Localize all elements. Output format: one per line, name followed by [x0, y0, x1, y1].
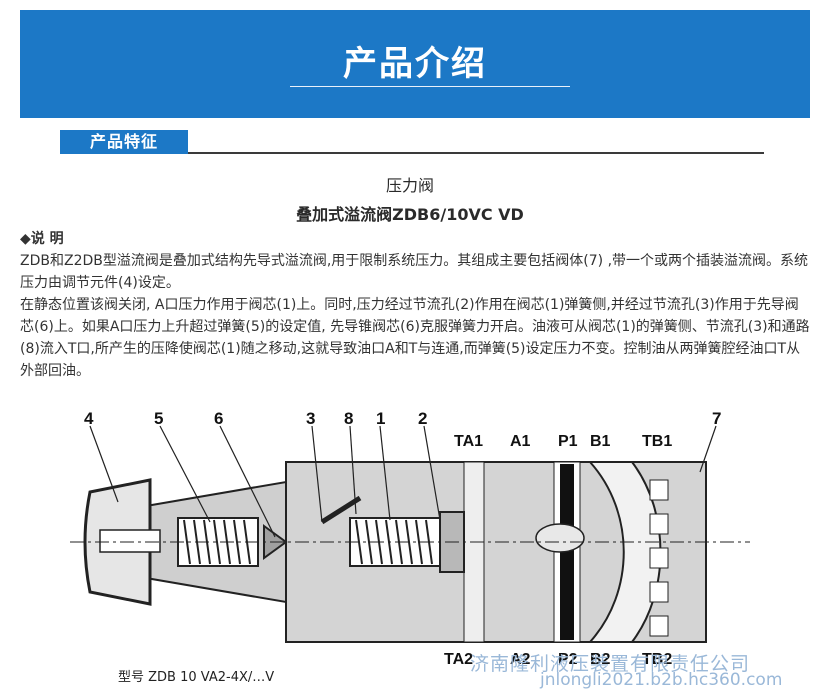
port-label-tb1: TB1 — [642, 433, 672, 450]
port-label-a2: A2 — [510, 651, 531, 664]
watermark-company: 济南隆利液压装置有限责任公司 — [470, 653, 751, 675]
port-label-a1: A1 — [510, 433, 531, 450]
callout-2: 2 — [418, 409, 427, 428]
section-divider — [60, 152, 764, 154]
callout-6: 6 — [214, 409, 223, 428]
description-text: ZDB和Z2DB型溢流阀是叠加式结构先导式溢流阀,用于限制系统压力。其组成主要包… — [20, 250, 810, 382]
port-label-tb2: TB2 — [642, 651, 672, 664]
description-paragraph: 在静态位置该阀关闭, A口压力作用于阀芯(1)上。同时,压力经过节流孔(2)作用… — [20, 297, 810, 379]
product-category: 压力阀 — [385, 176, 434, 195]
header-banner: 产品介绍 — [20, 10, 810, 118]
port-label-ta1: TA1 — [454, 433, 483, 450]
banner-underline — [290, 86, 570, 87]
valve-cross-section-diagram: 4 5 6 3 8 1 2 7 TA1 A1 P1 B1 TB1 TA2 A2 … — [70, 409, 750, 664]
banner-title: 产品介绍 — [343, 44, 487, 84]
diagram-caption: 型号 ZDB 10 VA2-4X/…V — [118, 670, 275, 685]
watermark-site: jnlongli2021.b2b.hc360.com — [540, 670, 783, 690]
product-name: 叠加式溢流阀ZDB6/10VC VD — [296, 205, 524, 224]
port-label-b1: B1 — [590, 433, 611, 450]
port-label-p2: P2 — [558, 651, 578, 664]
description-label: ◆说 明 — [20, 231, 64, 247]
description-paragraph: ZDB和Z2DB型溢流阀是叠加式结构先导式溢流阀,用于限制系统压力。其组成主要包… — [20, 253, 809, 291]
port-label-p1: P1 — [558, 433, 578, 450]
callout-5: 5 — [154, 409, 163, 428]
section-tab-features: 产品特征 — [60, 130, 188, 154]
callout-3: 3 — [306, 409, 315, 428]
port-label-ta2: TA2 — [444, 651, 473, 664]
callout-8: 8 — [344, 409, 353, 428]
port-label-b2: B2 — [590, 651, 611, 664]
callout-7: 7 — [712, 409, 721, 428]
callout-4: 4 — [84, 409, 94, 428]
callout-1: 1 — [376, 409, 385, 428]
